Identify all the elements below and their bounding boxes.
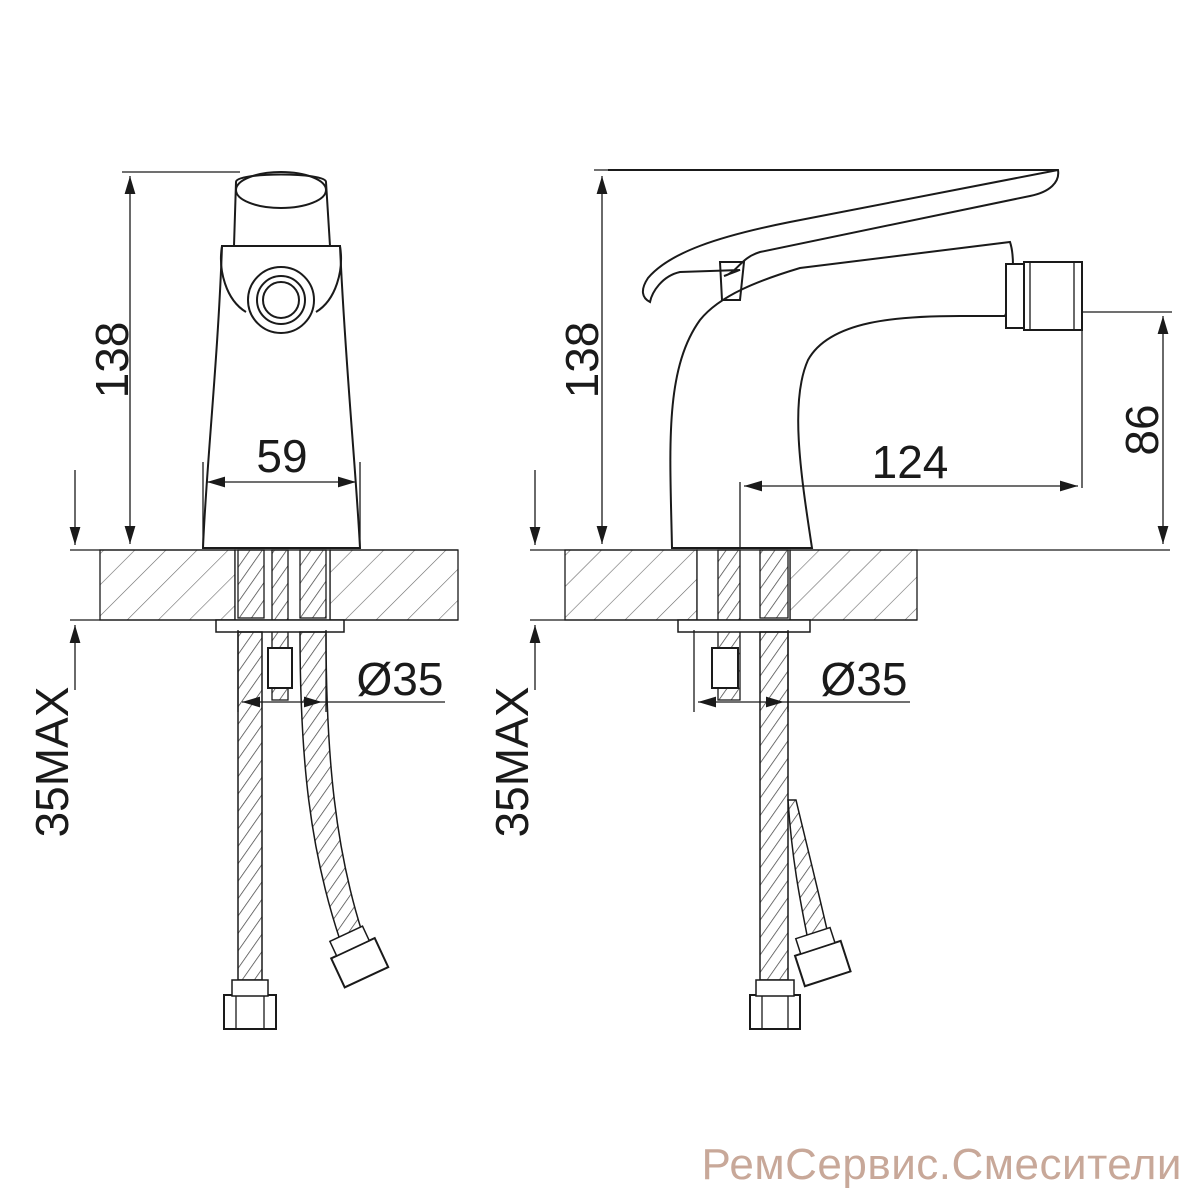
- left-mount-label: 35MAX: [26, 687, 78, 838]
- left-diameter-label: Ø35: [357, 653, 444, 705]
- right-countertop: [530, 549, 1170, 621]
- left-height-label: 138: [86, 322, 138, 399]
- left-width-label: 59: [256, 430, 307, 482]
- right-dimensions: [529, 169, 1172, 712]
- right-mount-label: 35MAX: [486, 687, 538, 838]
- right-view: 138 124 86 Ø35 35MAX: [486, 169, 1172, 1030]
- left-faucet-body: [201, 171, 362, 549]
- right-reach-label: 124: [872, 436, 949, 488]
- right-faucet-body: [608, 169, 1083, 549]
- right-spout-height-label: 86: [1116, 404, 1168, 455]
- watermark-text: РемСервис.Смесители: [701, 1140, 1182, 1189]
- left-hoses: [215, 549, 390, 1030]
- left-dimensions: [69, 171, 445, 712]
- right-hoses: [677, 549, 852, 1030]
- right-diameter-label: Ø35: [821, 653, 908, 705]
- right-height-label: 138: [556, 322, 608, 399]
- left-view: 138 59 Ø35 35MAX: [26, 171, 459, 1030]
